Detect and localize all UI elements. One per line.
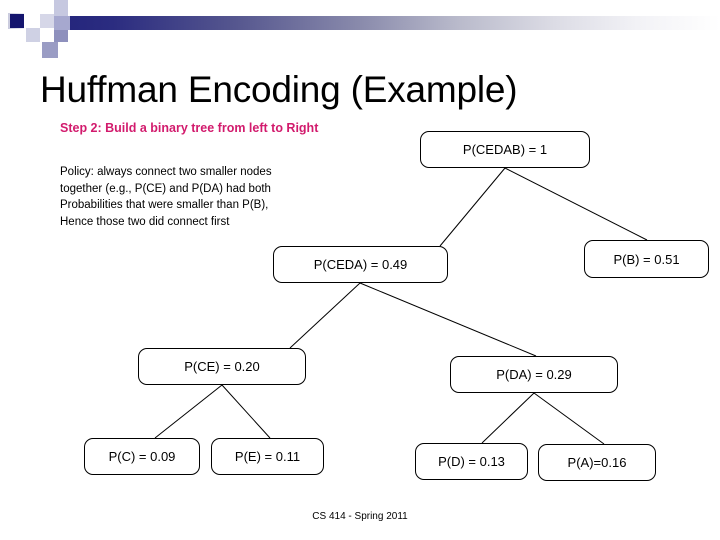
edge-ce-e	[221, 384, 271, 439]
deco-square	[42, 42, 58, 58]
tree-node-c[interactable]: P(C) = 0.09	[84, 438, 200, 475]
slide-footer: CS 414 - Spring 2011	[312, 511, 408, 522]
tree-node-b[interactable]: P(B) = 0.51	[584, 240, 709, 278]
edge-ce-c	[154, 384, 223, 439]
tree-node-d[interactable]: P(D) = 0.13	[415, 443, 528, 480]
step-heading: Step 2: Build a binary tree from left to…	[60, 121, 319, 135]
policy-line: Hence those two did connect first	[60, 215, 230, 228]
deco-square	[26, 14, 40, 28]
gradient-bar	[30, 16, 720, 30]
policy-line: Probabilities that were smaller than P(B…	[60, 199, 269, 211]
deco-square	[54, 30, 68, 42]
policy-line: Policy: always connect two smaller nodes	[60, 166, 272, 178]
tree-node-ceda[interactable]: P(CEDA) = 0.49	[273, 246, 448, 283]
deco-square	[40, 28, 54, 42]
policy-text: Policy: always connect two smaller nodes…	[60, 164, 350, 230]
slide-title: Huffman Encoding (Example)	[40, 69, 518, 110]
tree-node-ce[interactable]: P(CE) = 0.20	[138, 348, 306, 385]
edge-ceda-ce	[289, 282, 361, 349]
edge-ceda-da	[359, 282, 537, 357]
deco-square-dark	[10, 14, 24, 28]
deco-square	[54, 0, 70, 16]
edge-cedab-ceda	[439, 167, 506, 247]
edge-cedab-b	[504, 167, 648, 241]
policy-line: together (e.g., P(CE) and P(DA) had both	[60, 182, 271, 195]
deco-square	[54, 16, 70, 30]
tree-node-cedab[interactable]: P(CEDAB) = 1	[420, 131, 590, 168]
deco-square	[26, 28, 40, 42]
deco-square	[40, 14, 54, 28]
tree-node-a[interactable]: P(A)=0.16	[538, 444, 656, 481]
edge-da-a	[533, 392, 605, 445]
tree-node-e[interactable]: P(E) = 0.11	[211, 438, 324, 475]
edge-da-d	[481, 392, 535, 444]
deco-square	[68, 0, 82, 16]
tree-node-da[interactable]: P(DA) = 0.29	[450, 356, 618, 393]
